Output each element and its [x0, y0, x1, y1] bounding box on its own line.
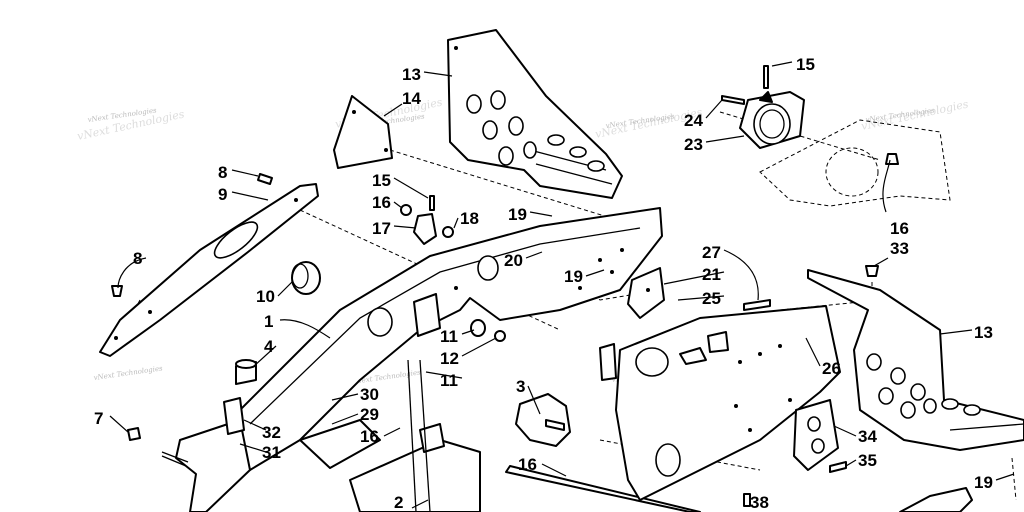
bolt-38: [743, 493, 751, 507]
callout-17: 17: [372, 219, 391, 238]
bolt-15-mid: [429, 195, 435, 211]
leader-lines: [109, 61, 1015, 509]
callout-31: 31: [262, 443, 281, 462]
bolt-15: [763, 65, 769, 89]
callout-8: 8: [218, 163, 227, 182]
rod-27: [743, 299, 771, 311]
callout-32: 32: [262, 423, 281, 442]
callout-18: 18: [460, 209, 479, 228]
nut-16: [885, 153, 899, 165]
bolt-24: [721, 95, 745, 105]
callout-34: 34: [858, 427, 877, 446]
callout-35: 35: [858, 451, 877, 470]
side-plate: [615, 305, 841, 501]
callout-9: 9: [218, 185, 227, 204]
stud-7: [127, 427, 189, 467]
bracket-21: [627, 267, 665, 319]
bolt-8-top: [257, 173, 273, 185]
skid-plate-13-right: [807, 265, 1024, 451]
callout-13: 13: [402, 65, 421, 84]
callout-21: 21: [702, 265, 721, 284]
main-frame-1: [229, 207, 663, 471]
bolt-8-left: [111, 285, 123, 297]
callout-3: 3: [516, 377, 525, 396]
callout-14: 14: [402, 89, 421, 108]
callout-27: 27: [702, 243, 721, 262]
bumper-10: [291, 261, 321, 295]
callout-11: 11: [440, 327, 458, 346]
post: [599, 343, 617, 381]
callout-4: 4: [264, 337, 274, 356]
callout-16: 16: [360, 427, 379, 446]
callout-1: 1: [264, 312, 273, 331]
callout-23: 23: [684, 135, 703, 154]
callout-19: 19: [508, 205, 527, 224]
callout-24: 24: [684, 111, 703, 130]
callout-11: 11: [440, 371, 458, 390]
callout-30: 30: [360, 385, 379, 404]
watermark-text: vNext Technologies: [93, 364, 163, 382]
callout-25: 25: [702, 289, 721, 308]
bearing-housing-23: [721, 65, 805, 149]
callout-16: 16: [372, 193, 391, 212]
callout-29: 29: [360, 405, 379, 424]
callout-16: 16: [890, 219, 909, 238]
washer-18: [442, 226, 454, 238]
callout-15: 15: [372, 171, 391, 190]
rail-9: [99, 183, 319, 357]
post-4-lower: [223, 397, 245, 435]
callout-13: 13: [974, 323, 993, 342]
skid-plate-13-top: [447, 29, 623, 199]
callout-8: 8: [133, 249, 142, 268]
callout-26: 26: [822, 359, 841, 378]
nut-16-mid: [400, 204, 412, 216]
callout-19: 19: [974, 473, 993, 492]
partial-part-bottom-right: [899, 487, 973, 512]
bracket-34: [793, 399, 839, 471]
callout-38: 38: [750, 493, 769, 512]
callout-7: 7: [94, 409, 103, 428]
callout-15: 15: [796, 55, 815, 74]
bolt-35: [829, 461, 847, 473]
callout-16: 16: [518, 455, 537, 474]
callout-20: 20: [504, 251, 523, 270]
shaft: [505, 465, 701, 512]
bracket-plate-14: [333, 95, 393, 169]
lower-frame: [175, 359, 481, 512]
callout-2: 2: [394, 493, 403, 512]
clamp-17: [413, 213, 437, 245]
callout-33: 33: [890, 239, 909, 258]
plate-3: [515, 393, 571, 447]
callout-19: 19: [564, 267, 583, 286]
spacer-11: [470, 319, 486, 337]
callout-12: 12: [440, 349, 459, 368]
callout-10: 10: [256, 287, 275, 306]
side-panel-outline: [759, 119, 951, 207]
sleeve-4: [235, 359, 257, 385]
nut-12: [494, 330, 506, 342]
